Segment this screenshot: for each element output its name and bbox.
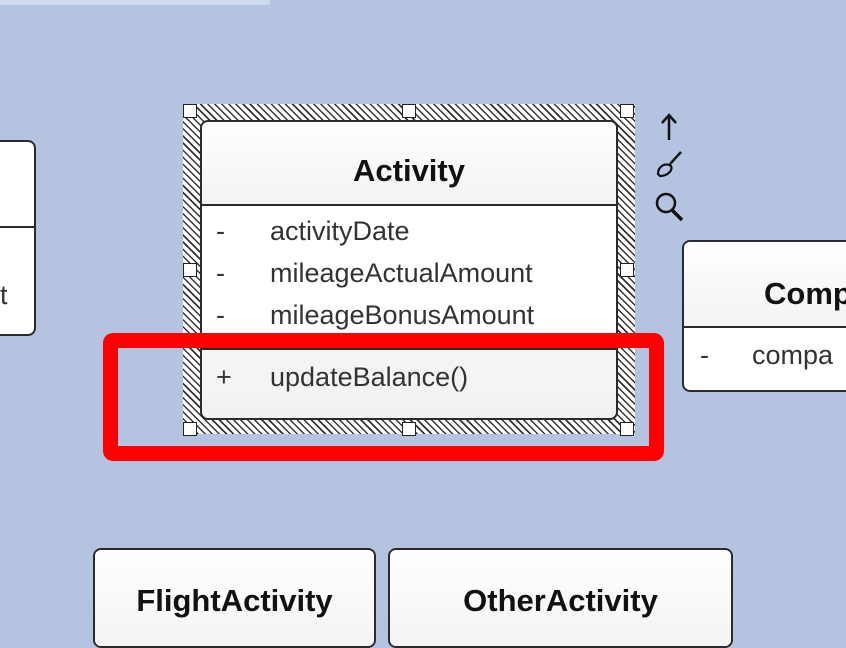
operation-name: updateBalance()	[270, 362, 469, 392]
attribute-row[interactable]: - compa	[684, 334, 846, 376]
company-class-box[interactable]: Comp - compa	[682, 240, 846, 392]
resize-handle-bottom-left[interactable]	[183, 422, 197, 436]
class-divider	[684, 326, 846, 328]
highlight-frame	[103, 333, 664, 461]
canvas-top-strip	[0, 0, 270, 5]
resize-handle-top-right[interactable]	[620, 104, 634, 118]
class-divider	[0, 226, 34, 228]
brush-icon[interactable]	[654, 148, 684, 180]
partial-class-header	[0, 142, 34, 226]
attribute-name: compa	[752, 340, 834, 370]
visibility-marker: -	[216, 258, 225, 288]
resize-handle-top-left[interactable]	[183, 104, 197, 118]
up-arrow-icon[interactable]	[654, 110, 684, 142]
magnifier-icon[interactable]	[654, 190, 684, 222]
flight-activity-class-box[interactable]: FlightActivity	[93, 548, 376, 648]
class-divider	[202, 348, 616, 350]
class-name: FlightActivity	[95, 550, 374, 646]
resize-handle-bottom-right[interactable]	[620, 422, 634, 436]
attribute-row[interactable]: - mileageActualAmount	[202, 252, 616, 294]
partial-class-text: t	[0, 280, 8, 310]
attribute-compartment: - activityDate - mileageActualAmount - m…	[202, 206, 616, 348]
class-name: Comp	[684, 242, 846, 326]
class-name: Activity	[202, 122, 616, 204]
visibility-marker: -	[216, 300, 225, 330]
class-divider	[202, 204, 616, 206]
operation-compartment: + updateBalance()	[202, 350, 616, 398]
resize-handle-bottom[interactable]	[402, 422, 416, 436]
attribute-name: mileageActualAmount	[270, 258, 533, 288]
attribute-name: mileageBonusAmount	[270, 300, 535, 330]
activity-class-box[interactable]: Activity - activityDate - mileageActualA…	[200, 120, 618, 420]
partial-class-box-left[interactable]: t	[0, 140, 36, 336]
resize-handle-right[interactable]	[620, 263, 634, 277]
class-name: OtherActivity	[390, 550, 731, 646]
operation-row[interactable]: + updateBalance()	[202, 356, 616, 398]
attribute-name: activityDate	[270, 216, 410, 246]
visibility-marker: -	[216, 216, 225, 246]
visibility-marker: -	[700, 340, 709, 370]
visibility-marker: +	[216, 362, 232, 392]
attribute-row[interactable]: - activityDate	[202, 210, 616, 252]
resize-handle-left[interactable]	[183, 263, 197, 277]
attribute-row[interactable]: - mileageBonusAmount	[202, 294, 616, 336]
resize-handle-top[interactable]	[402, 104, 416, 118]
other-activity-class-box[interactable]: OtherActivity	[388, 548, 733, 648]
